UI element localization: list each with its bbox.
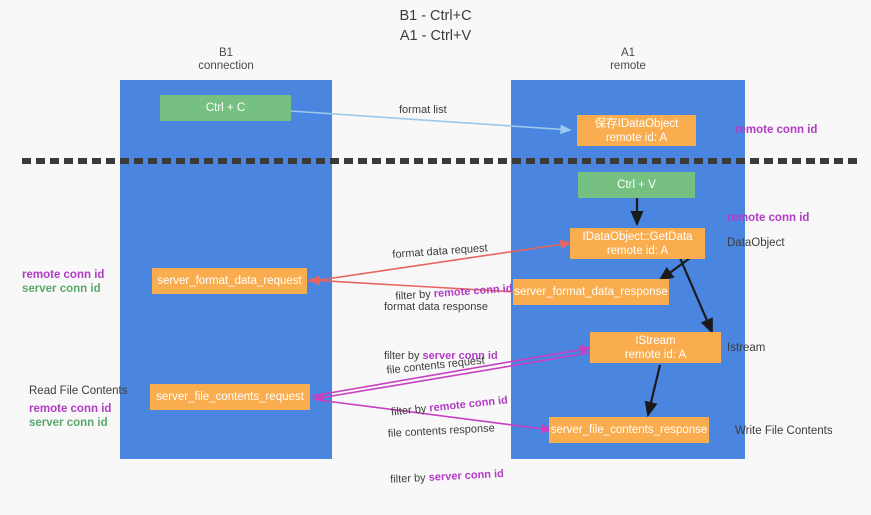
box-ctrl-c[interactable]: Ctrl + C (160, 95, 291, 121)
box-istream-line2: remote id: A (624, 348, 687, 361)
caption-remote-conn-id-mid: remote conn id (727, 212, 810, 224)
box-save-idataobject-line1: 保存IDataObject (594, 117, 679, 130)
caption-istream: Istream (727, 342, 766, 354)
filter-prefix: filter by (389, 471, 430, 486)
arrow-label-format-list: format list (399, 104, 447, 116)
arrow-label-file-contents-response-line1: file contents response (387, 422, 496, 440)
caption-left-remote-conn-id-bottom: remote conn id (29, 403, 112, 415)
box-server-format-data-response[interactable]: server_format_data_response (513, 279, 669, 305)
caption-dataobject: DataObject (727, 237, 785, 249)
arrow-label-format-data-request-line1: format data request (392, 242, 489, 261)
box-getdata-line1: IDataObject::GetData (582, 230, 693, 243)
caption-read-file-contents: Read File Contents (29, 385, 128, 397)
arrow-label-file-contents-response-line2: filter by server conn id (390, 467, 504, 487)
box-getdata-line2: remote id: A (606, 244, 669, 257)
box-server-format-data-request[interactable]: server_format_data_request (152, 268, 307, 294)
caption-remote-conn-id-top: remote conn id (735, 124, 818, 136)
box-ctrl-v[interactable]: Ctrl + V (578, 172, 695, 198)
box-save-idataobject-line2: remote id: A (605, 131, 668, 144)
diagram-canvas: B1 - Ctrl+C A1 - Ctrl+V B1 connection A1… (22, 8, 859, 486)
box-ctrl-v-label: Ctrl + V (617, 179, 656, 191)
box-server-format-data-response-label: server_format_data_response (514, 286, 668, 298)
caption-left-remote-conn-id-mid: remote conn id (22, 269, 105, 281)
box-getdata[interactable]: IDataObject::GetData remote id: A (570, 228, 705, 259)
arrow-label-format-data-response: format data response filter by server co… (384, 272, 498, 391)
caption-write-file-contents: Write File Contents (735, 425, 833, 437)
caption-left-server-conn-id-mid: server conn id (22, 283, 101, 295)
column-header-a1: A1 remote (610, 47, 646, 72)
box-server-file-contents-response[interactable]: server_file_contents_response (549, 417, 709, 443)
filter-highlight: server conn id (428, 467, 505, 484)
box-server-format-data-request-label: server_format_data_request (157, 275, 302, 287)
box-istream[interactable]: IStream remote id: A (590, 332, 721, 363)
box-server-file-contents-request[interactable]: server_file_contents_request (150, 384, 310, 410)
filter-highlight: server conn id (422, 350, 498, 362)
caption-left-server-conn-id-bottom: server conn id (29, 417, 108, 429)
box-ctrl-c-label: Ctrl + C (205, 102, 246, 114)
phase-divider (22, 158, 859, 164)
box-server-file-contents-response-label: server_file_contents_response (550, 424, 708, 436)
box-istream-line1: IStream (635, 334, 676, 347)
box-save-idataobject[interactable]: 保存IDataObject remote id: A (577, 115, 696, 146)
arrow-label-file-contents-request-line1: file contents request (386, 354, 486, 377)
box-server-file-contents-request-label: server_file_contents_request (156, 391, 304, 403)
filter-prefix: filter by (384, 350, 423, 362)
column-header-b1: B1 connection (198, 47, 254, 72)
page-title: B1 - Ctrl+C A1 - Ctrl+V (399, 8, 472, 44)
arrow-label-format-data-response-line1: format data response (384, 301, 488, 313)
arrow-label-file-contents-response: file contents response filter by server … (386, 393, 506, 515)
arrow-label-format-data-response-line2: filter by server conn id (384, 349, 498, 363)
